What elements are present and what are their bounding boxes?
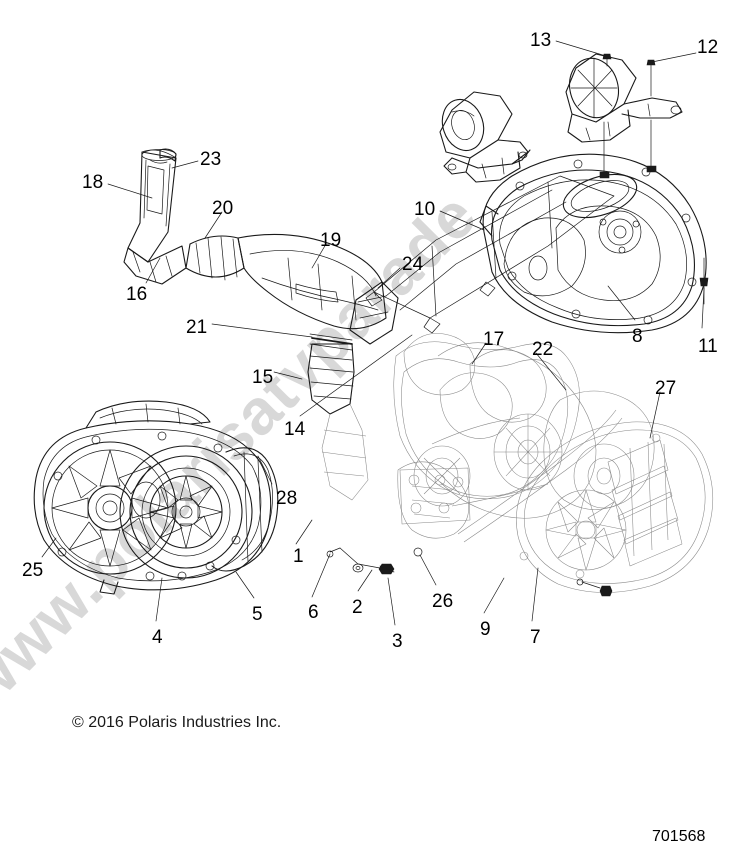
- engine-transmission-block: [393, 333, 655, 557]
- callout-15: 15: [252, 367, 274, 388]
- callout-13: 13: [530, 30, 552, 51]
- callout-14: 14: [284, 419, 306, 440]
- callout-26: 26: [432, 591, 454, 612]
- callout-6: 6: [308, 602, 319, 623]
- callout-17: 17: [483, 329, 505, 350]
- callout-10: 10: [414, 199, 436, 220]
- part-number-label: 701568: [652, 828, 706, 845]
- callout-8: 8: [632, 326, 643, 347]
- callout-7: 7: [530, 627, 541, 648]
- callout-leaders: [41, 40, 705, 626]
- callout-3: 3: [392, 631, 403, 652]
- clutch-outer-cover-panel: [516, 421, 714, 597]
- copyright-text: © 2016 Polaris Industries Inc.: [72, 714, 282, 731]
- callout-25: 25: [22, 560, 44, 581]
- callout-28: 28: [276, 488, 298, 509]
- air-intake-duct-assembly: [123, 148, 399, 501]
- callout-18: 18: [82, 172, 104, 193]
- callout-27: 27: [655, 378, 677, 399]
- callout-23: 23: [200, 149, 222, 170]
- callout-12: 12: [697, 37, 719, 58]
- callout-24: 24: [402, 254, 424, 275]
- fasteners: [326, 547, 395, 575]
- callout-22: 22: [532, 339, 554, 360]
- callout-16: 16: [126, 284, 148, 305]
- callout-9: 9: [480, 619, 491, 640]
- callout-21: 21: [186, 317, 208, 338]
- callout-11: 11: [698, 336, 718, 357]
- callout-5: 5: [252, 604, 263, 625]
- callout-4: 4: [152, 627, 163, 648]
- air-outlet-duct-assembly: [439, 53, 683, 183]
- callout-2: 2: [352, 597, 363, 618]
- callout-20: 20: [212, 198, 234, 219]
- inner-clutch-cover-assembly: [33, 400, 279, 595]
- callout-1: 1: [293, 546, 304, 567]
- outer-clutch-cover-assembly: [365, 153, 709, 334]
- callout-19: 19: [320, 230, 342, 251]
